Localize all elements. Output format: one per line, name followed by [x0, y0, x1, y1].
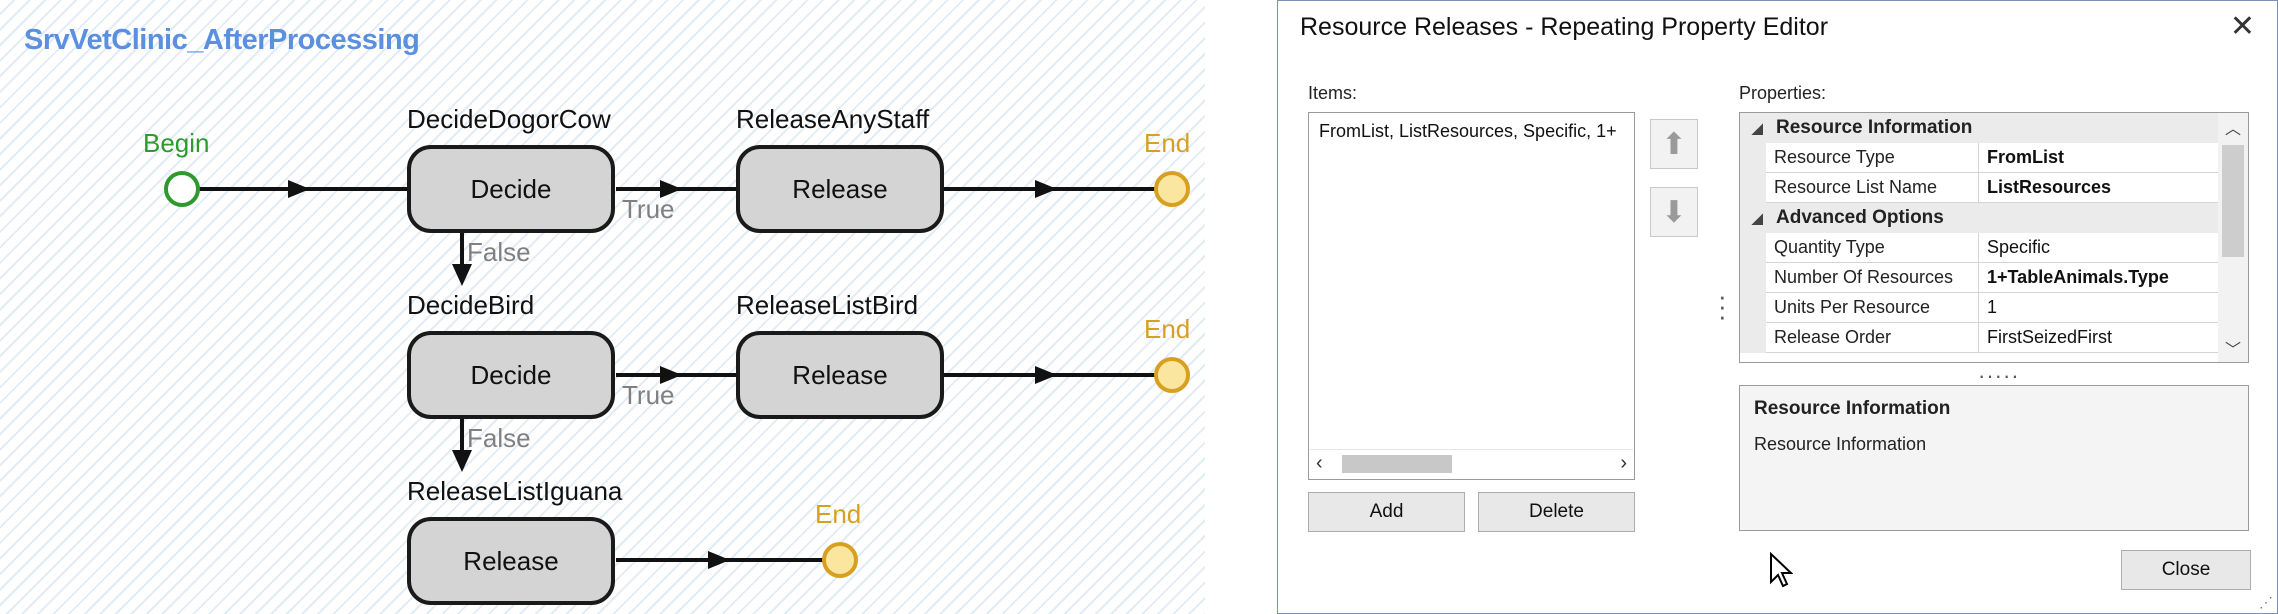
chevron-up-icon[interactable]: ︿ [2225, 121, 2242, 138]
step-name-release-list-bird: ReleaseListBird [736, 290, 919, 320]
move-down-button[interactable]: ⬇ [1650, 187, 1698, 237]
properties-label: Properties: [1739, 83, 1827, 103]
close-button[interactable]: Close [2121, 550, 2251, 590]
category-resource-information[interactable]: ◢ Resource Information [1740, 113, 2218, 143]
step-name-decide-dog-or-cow: DecideDogorCow [407, 104, 611, 134]
close-icon[interactable]: ✕ [2229, 10, 2255, 43]
items-list[interactable]: FromList, ListResources, Specific, 1+ ‹ … [1308, 112, 1635, 480]
property-description-panel: Resource Information Resource Informatio… [1739, 385, 2249, 531]
false-branch-label: False [467, 237, 531, 267]
decide-dog-or-cow-step[interactable]: Decide [407, 145, 615, 233]
property-name: Resource Type [1766, 143, 1979, 173]
collapse-triangle-icon[interactable]: ◢ [1752, 120, 1763, 136]
description-text: Resource Information [1754, 434, 1927, 454]
property-row-quantity-type[interactable]: Quantity Type Specific [1740, 233, 2218, 263]
property-name: Quantity Type [1766, 233, 1979, 263]
property-value[interactable]: Specific [1979, 233, 2218, 263]
release-list-bird-step[interactable]: Release [736, 331, 944, 419]
items-horizontal-scrollbar[interactable]: ‹ › [1310, 449, 1633, 478]
end-label: End [815, 499, 862, 529]
chevron-right-icon[interactable]: › [1620, 452, 1627, 474]
end-label: End [1144, 128, 1191, 158]
row-gutter [1740, 173, 1766, 203]
decide-bird-step[interactable]: Decide [407, 331, 615, 419]
property-name: Units Per Resource [1766, 293, 1979, 323]
category-advanced-options[interactable]: ◢ Advanced Options [1740, 203, 2218, 233]
arrow-up-icon: ⬆ [1661, 127, 1687, 161]
step-name-release-list-iguana: ReleaseListIguana [407, 476, 623, 506]
property-name: Resource List Name [1766, 173, 1979, 203]
items-label: Items: [1308, 83, 1358, 103]
step-type-label: Release [463, 545, 559, 576]
property-grid[interactable]: ◢ Resource Information Resource Type Fro… [1739, 112, 2249, 363]
end-node-icon[interactable] [1154, 171, 1190, 207]
arrow-down-icon: ⬇ [1661, 195, 1687, 229]
list-item[interactable]: FromList, ListResources, Specific, 1+ [1319, 121, 1617, 141]
true-branch-label: True [622, 194, 675, 224]
property-row-resource-list-name[interactable]: Resource List Name ListResources [1740, 173, 2218, 203]
step-name-decide-bird: DecideBird [407, 290, 535, 320]
property-row-number-of-resources[interactable]: Number Of Resources 1+TableAnimals.Type [1740, 263, 2218, 293]
vertical-splitter-grip-icon[interactable]: ··· [1718, 281, 1727, 331]
property-row-release-order[interactable]: Release Order FirstSeizedFirst [1740, 323, 2218, 353]
delete-button[interactable]: Delete [1478, 492, 1635, 532]
step-type-label: Release [792, 173, 888, 204]
row-gutter [1740, 293, 1766, 323]
chevron-down-icon[interactable]: ﹀ [2225, 342, 2242, 359]
property-row-units-per-resource[interactable]: Units Per Resource 1 [1740, 293, 2218, 323]
process-connectors [164, 171, 1190, 578]
property-value[interactable]: 1 [1979, 293, 2218, 323]
horizontal-splitter-grip-icon[interactable]: ····· [1978, 363, 2020, 388]
property-name: Release Order [1766, 323, 1979, 353]
row-gutter [1740, 263, 1766, 293]
property-name: Number Of Resources [1766, 263, 1979, 293]
property-value[interactable]: 1+TableAnimals.Type [1979, 263, 2218, 293]
category-label: Advanced Options [1776, 207, 1944, 228]
begin-label: Begin [143, 128, 210, 158]
row-gutter [1740, 143, 1766, 173]
property-value[interactable]: FromList [1979, 143, 2218, 173]
category-label: Resource Information [1776, 117, 1973, 138]
property-grid-vertical-scrollbar[interactable]: ︿ ﹀ [2218, 113, 2248, 362]
property-value[interactable]: FirstSeizedFirst [1979, 323, 2218, 353]
description-title: Resource Information [1754, 398, 1951, 419]
end-node-icon[interactable] [822, 542, 858, 578]
move-up-button[interactable]: ⬆ [1650, 119, 1698, 169]
begin-node-icon[interactable] [164, 171, 200, 207]
row-gutter [1740, 323, 1766, 353]
add-button[interactable]: Add [1308, 492, 1465, 532]
scrollbar-thumb[interactable] [1342, 455, 1452, 473]
dialog-title: Resource Releases - Repeating Property E… [1300, 13, 1829, 41]
property-value[interactable]: ListResources [1979, 173, 2218, 203]
release-list-iguana-step[interactable]: Release [407, 517, 615, 605]
property-row-resource-type[interactable]: Resource Type FromList [1740, 143, 2218, 173]
process-title: SrvVetClinic_AfterProcessing [24, 24, 420, 56]
resize-grip-icon[interactable]: ⋰ [2259, 594, 2273, 610]
end-label: End [1144, 314, 1191, 344]
repeating-property-editor-dialog: Resource Releases - Repeating Property E… [1277, 0, 2278, 614]
end-node-icon[interactable] [1154, 357, 1190, 393]
row-gutter [1740, 233, 1766, 263]
step-type-label: Decide [470, 359, 552, 390]
true-branch-label: True [622, 380, 675, 410]
step-type-label: Decide [470, 173, 552, 204]
false-branch-label: False [467, 423, 531, 453]
step-name-release-any-staff: ReleaseAnyStaff [736, 104, 930, 134]
collapse-triangle-icon[interactable]: ◢ [1752, 210, 1763, 226]
scrollbar-thumb[interactable] [2222, 145, 2244, 257]
mouse-cursor-icon [1770, 552, 1793, 588]
chevron-left-icon[interactable]: ‹ [1316, 452, 1323, 474]
process-canvas[interactable]: SrvVetClinic_AfterProcessing Begin End E… [0, 0, 1205, 614]
release-any-staff-step[interactable]: Release [736, 145, 944, 233]
step-type-label: Release [792, 359, 888, 390]
